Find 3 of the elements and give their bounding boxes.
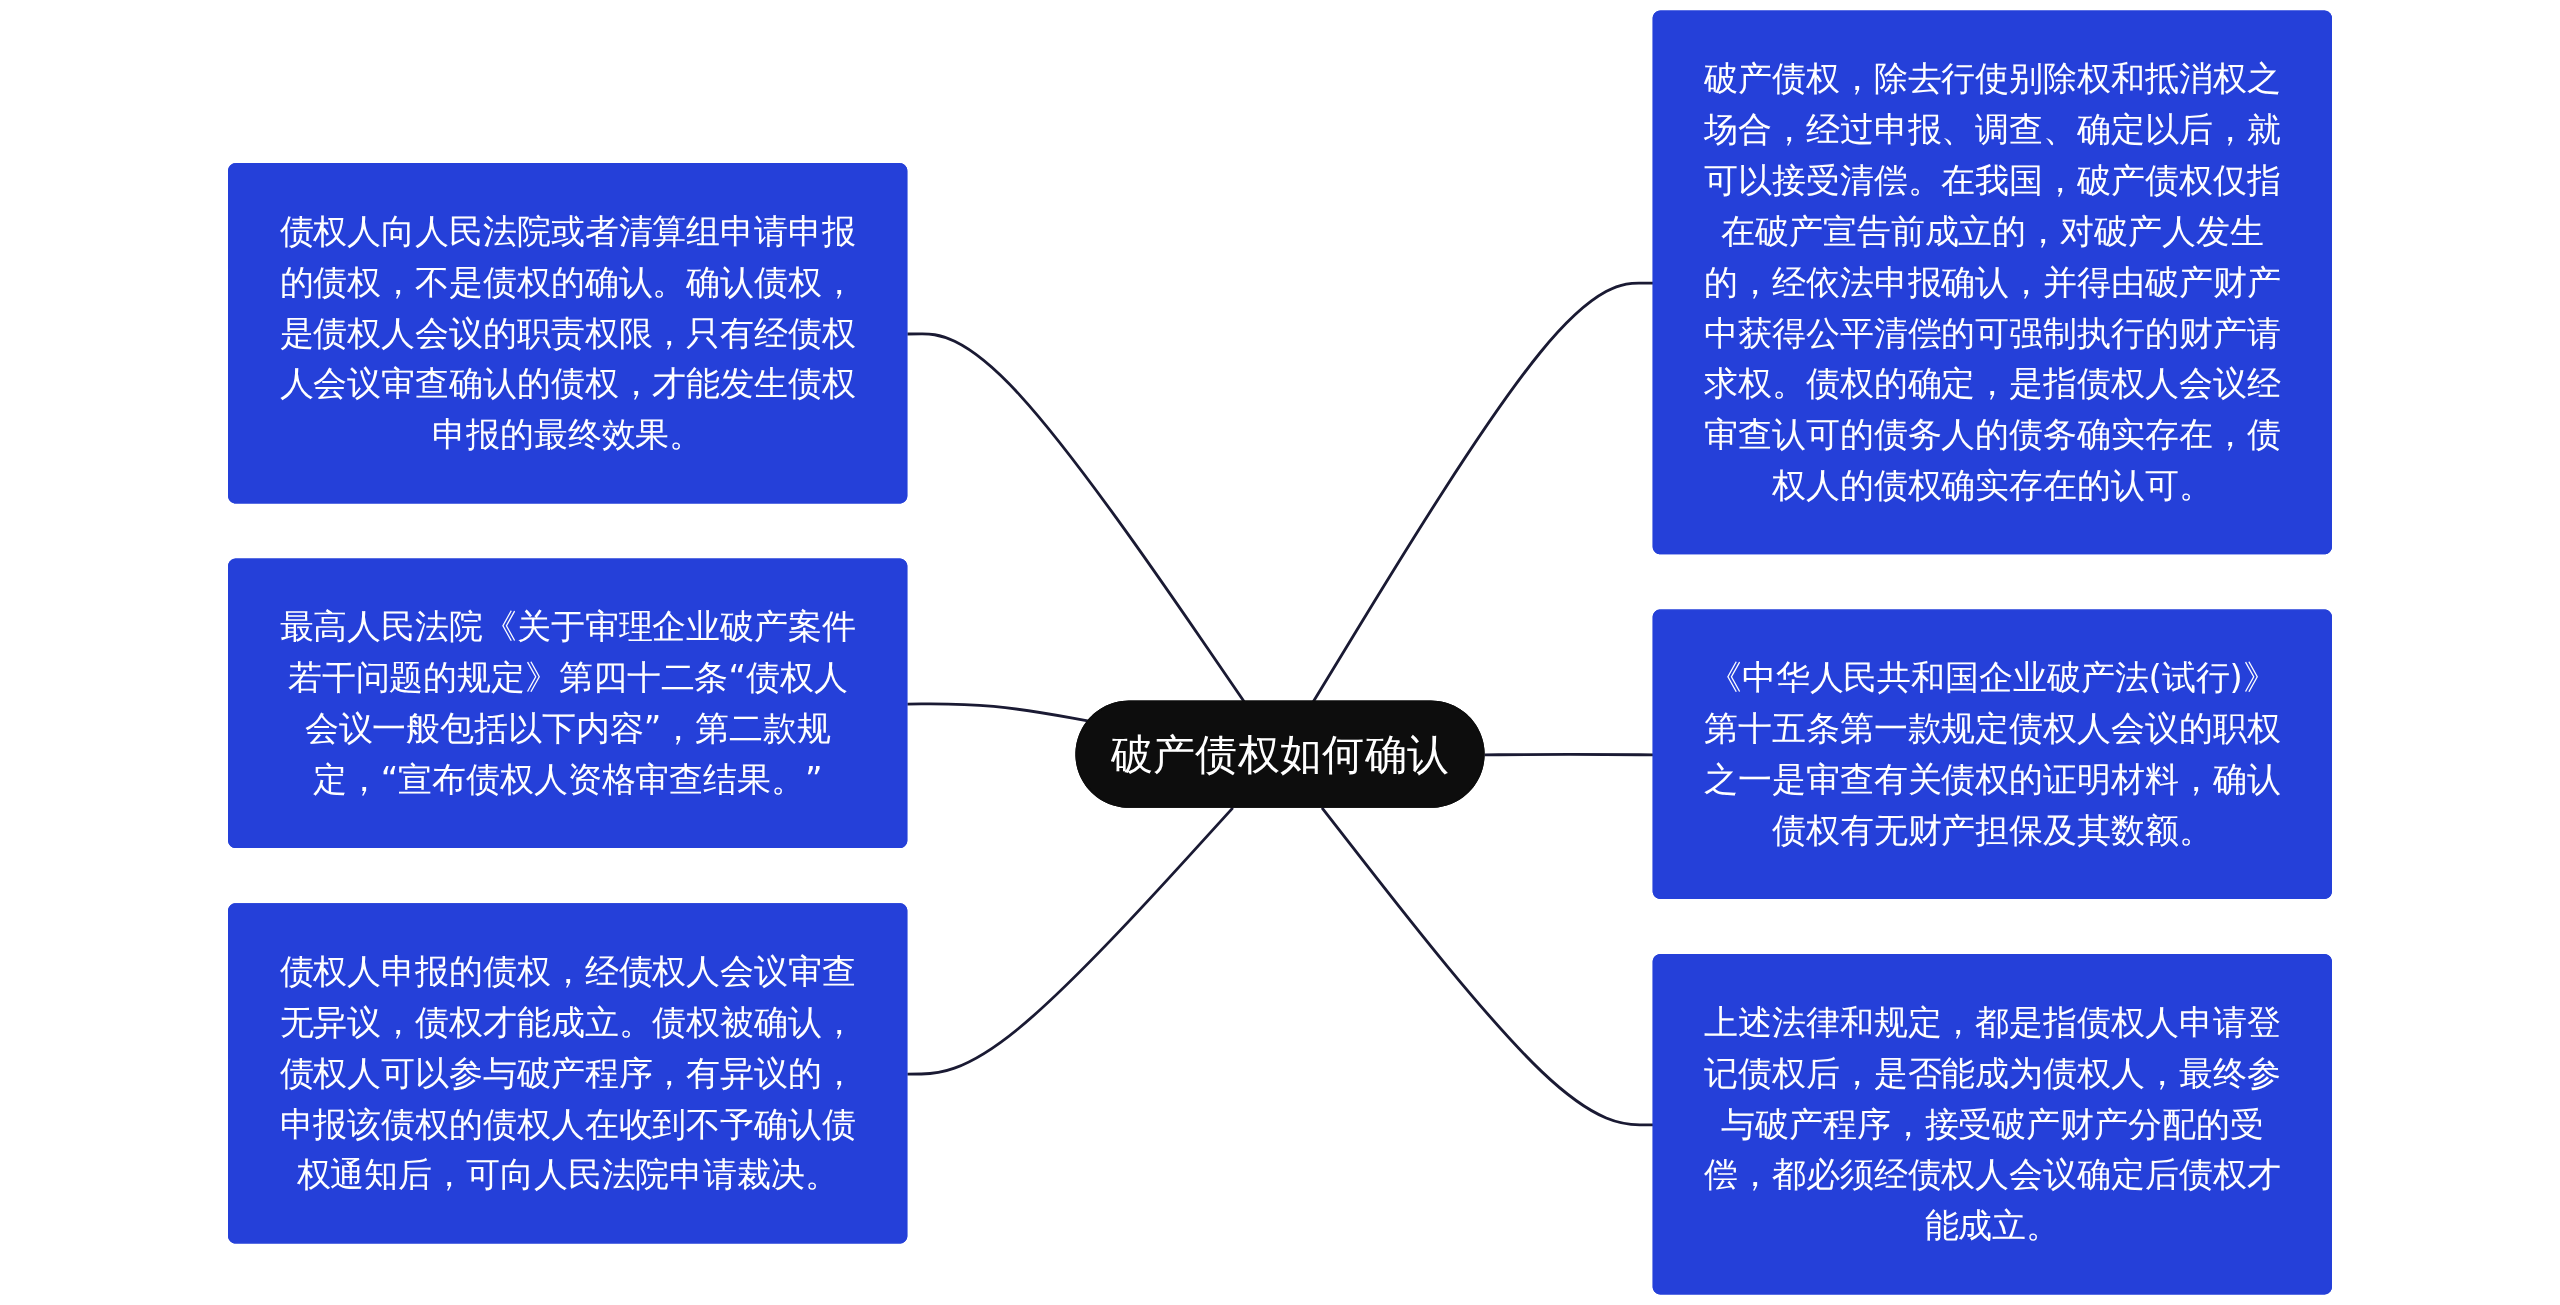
connector [907, 702, 1090, 723]
connector [907, 806, 1234, 1076]
connector [907, 332, 1246, 703]
